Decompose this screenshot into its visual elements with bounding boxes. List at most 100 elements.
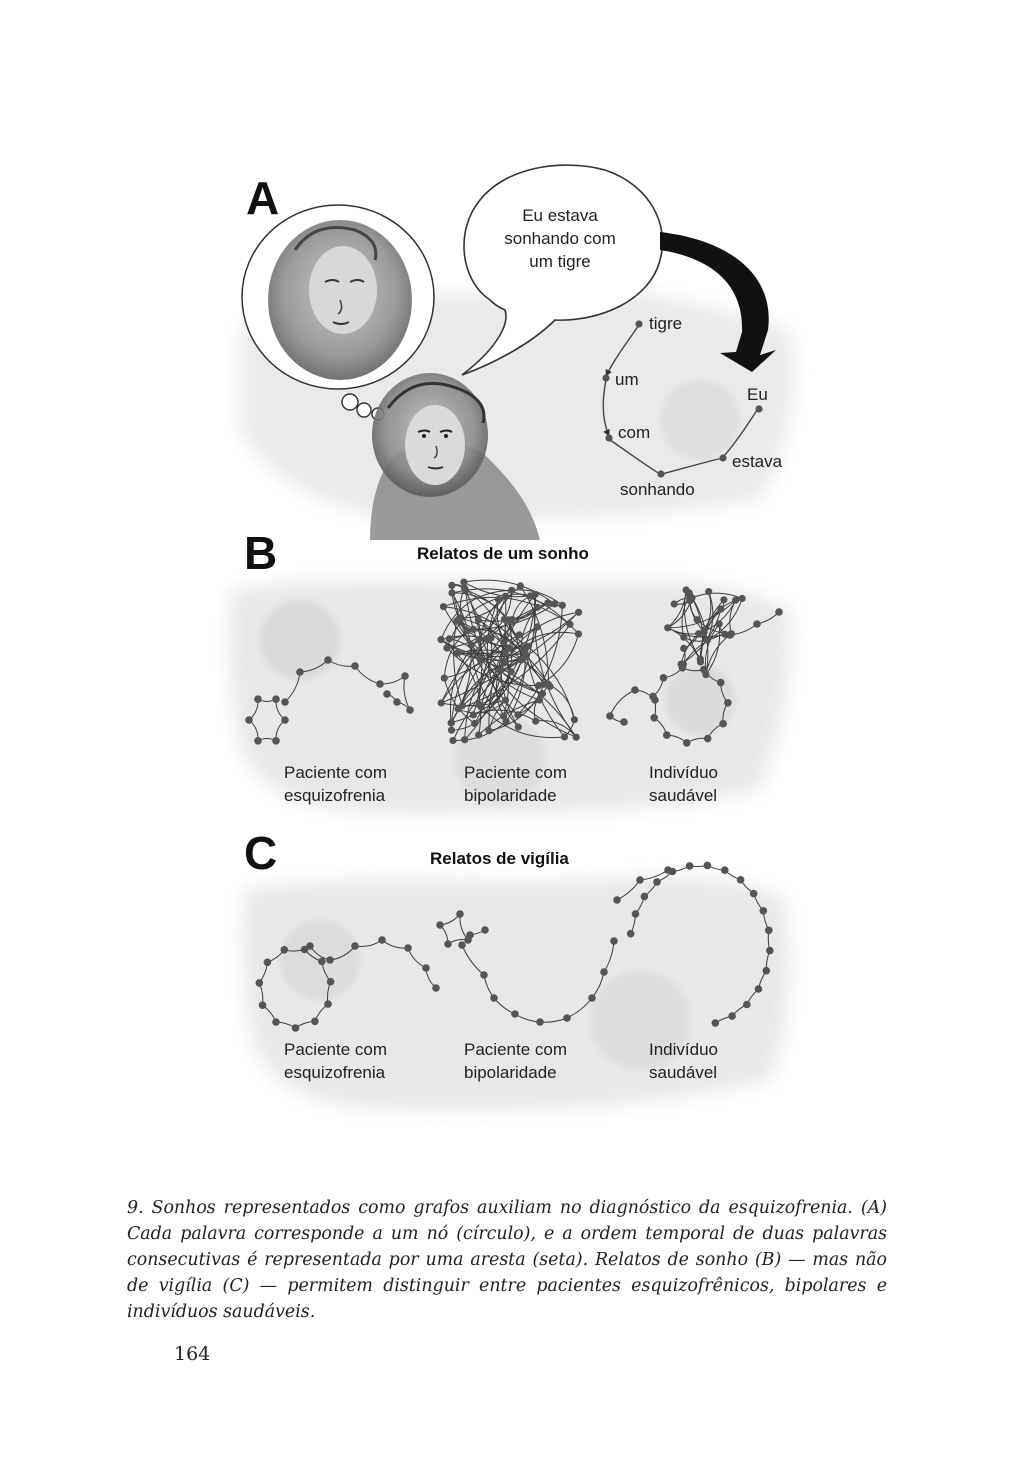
graph-node — [606, 712, 614, 720]
graph-node — [490, 994, 498, 1002]
graph-node — [560, 733, 569, 741]
graph-edge — [440, 602, 548, 704]
graph-node — [680, 633, 688, 641]
graph-edge — [446, 596, 506, 649]
graph-node — [724, 699, 732, 707]
graph-node — [401, 672, 409, 680]
label-line: saudável — [649, 786, 718, 805]
panel-letter-b: B — [244, 527, 278, 579]
word-label-tigre: tigre — [649, 314, 683, 333]
graph-edge — [486, 599, 519, 728]
word-graph-a — [602, 324, 759, 475]
graph-node — [507, 668, 515, 676]
graph-node — [439, 603, 448, 611]
graph-node — [326, 956, 334, 964]
graph-node — [272, 1018, 280, 1026]
curved-arrow — [660, 232, 776, 372]
graph-node — [626, 929, 635, 938]
graph-node — [481, 926, 489, 934]
graph-node — [463, 627, 471, 635]
word-label-eu: Eu — [747, 385, 768, 404]
graph-edge — [457, 649, 551, 687]
graph-node — [613, 896, 621, 904]
graph-node — [558, 601, 566, 609]
group-label-bipolar-b: Paciente com bipolaridade — [464, 761, 567, 807]
graph-edge — [443, 606, 526, 653]
graph-node — [631, 686, 639, 694]
graph-node — [475, 701, 483, 709]
graph-node — [514, 711, 522, 719]
graph-node — [500, 638, 508, 647]
graph-node — [703, 861, 712, 870]
graph-node — [610, 937, 618, 945]
graph-edge — [459, 617, 551, 687]
graph-node — [245, 716, 253, 724]
graph-node — [678, 664, 687, 672]
graph-node — [448, 581, 456, 590]
graph-node — [754, 985, 763, 993]
graph-edge — [451, 592, 509, 621]
graph-edge — [440, 635, 488, 641]
speech-line: um tigre — [529, 252, 591, 271]
word-label-sonhando: sonhando — [620, 480, 695, 499]
graph-node — [717, 605, 725, 613]
graph-node — [631, 910, 640, 918]
graph-edge — [478, 699, 540, 736]
graph-node — [445, 635, 453, 643]
group-label-schizophrenia-c: Paciente com esquizofrenia — [284, 1038, 387, 1084]
graph-node — [703, 636, 711, 644]
graph-node — [447, 719, 455, 727]
graph-node — [255, 979, 264, 987]
graph-edge — [443, 630, 468, 679]
graph-node — [449, 736, 457, 745]
graph-node — [705, 588, 713, 596]
graph-node — [436, 921, 444, 929]
graph-node — [448, 589, 456, 597]
graph-node — [533, 603, 542, 611]
graph-node — [318, 957, 326, 966]
graph-node — [516, 582, 525, 590]
graph-node — [296, 668, 304, 676]
graph-node — [726, 631, 734, 639]
graph-node — [588, 994, 596, 1002]
graph-node — [766, 946, 774, 955]
graph-node — [540, 680, 548, 688]
graph-node — [762, 966, 771, 975]
graph-edge — [464, 619, 507, 741]
graph-node — [458, 941, 466, 949]
graph-node — [533, 623, 542, 631]
graph-node — [765, 926, 773, 935]
speech-line: Eu estava — [522, 206, 598, 225]
graph-node — [736, 876, 745, 884]
graph-node — [700, 665, 708, 674]
graph-node — [693, 616, 701, 624]
dreamer-portrait — [370, 373, 540, 540]
graph-node — [447, 726, 456, 734]
graph-node — [494, 595, 503, 604]
graph-node — [749, 889, 758, 898]
graph-node — [406, 706, 414, 714]
graph-node — [716, 678, 725, 687]
graph-edge — [444, 642, 505, 679]
graph-edge — [706, 591, 714, 641]
graph-node — [574, 630, 583, 638]
graph-edge — [440, 589, 512, 640]
graph-node — [680, 644, 688, 653]
graph-node — [467, 641, 475, 649]
graph-node — [272, 737, 280, 745]
word-label-com: com — [618, 423, 651, 442]
graph-edge — [703, 599, 736, 631]
graph-node — [502, 718, 510, 726]
graph-edge — [477, 619, 543, 695]
graph-node — [483, 635, 491, 643]
graph-node — [636, 876, 644, 884]
graph-edge — [453, 620, 463, 706]
graph-node — [732, 596, 740, 604]
graph-node — [272, 695, 280, 703]
graph-node — [663, 731, 671, 739]
graph-edge — [457, 624, 571, 710]
graph-node — [753, 620, 761, 628]
graph-node — [422, 964, 430, 972]
graph-edge — [463, 581, 531, 598]
